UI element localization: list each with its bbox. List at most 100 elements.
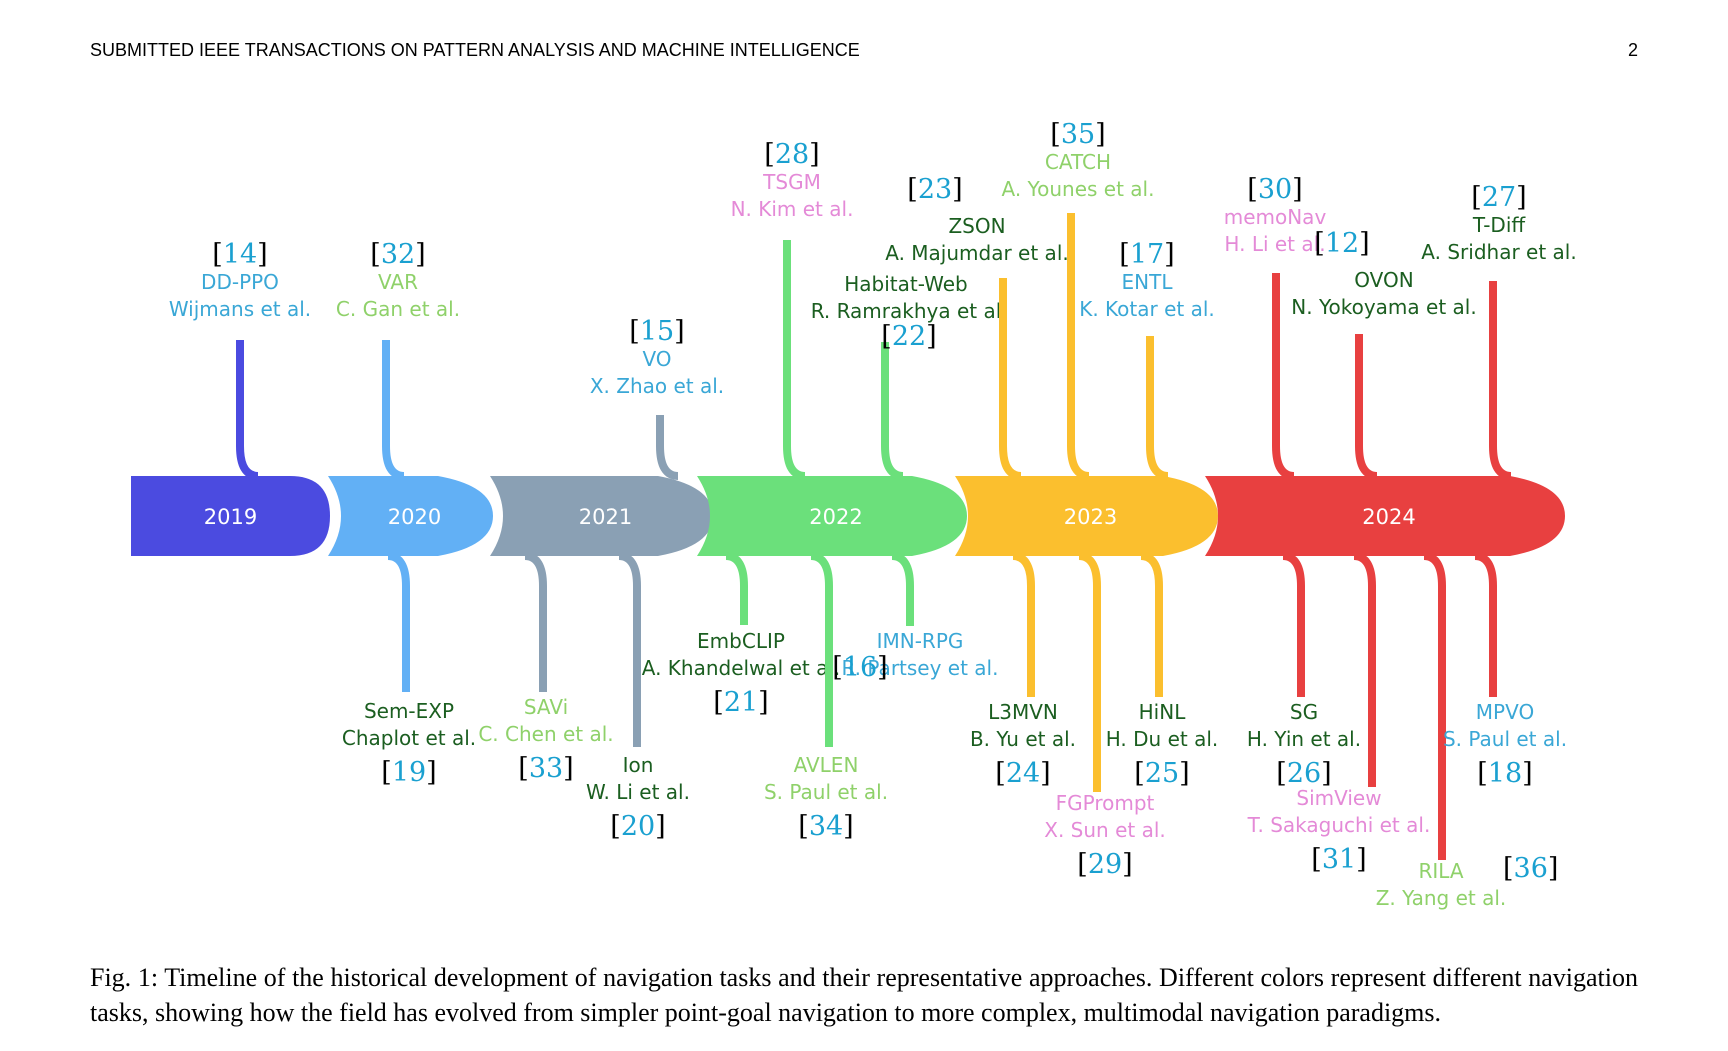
method-authors: S. Paul et al. xyxy=(764,780,888,804)
entry-dd-ppo: Wijmans et al.DD-PPO[14] xyxy=(169,239,311,321)
year-segment-2020 xyxy=(328,476,493,556)
entry-zson: A. Majumdar et al. ZSON [23] xyxy=(885,174,1068,265)
method-name: CATCH xyxy=(1045,150,1111,174)
page-number: 2 xyxy=(1627,40,1638,60)
method-name: T-Diff xyxy=(1472,213,1527,237)
citation-ref: [19] xyxy=(381,757,436,788)
entry-ovon: N. Yokoyama et al. OVON [12] xyxy=(1291,228,1476,319)
citation-ref: [25] xyxy=(1134,758,1189,789)
method-authors: R. Ramrakhya et al xyxy=(811,299,1002,323)
citation-ref: [18] xyxy=(1477,758,1532,789)
connector-var xyxy=(382,340,405,480)
running-title: SUBMITTED IEEE TRANSACTIONS ON PATTERN A… xyxy=(90,40,860,60)
year-segment-2021 xyxy=(490,476,713,556)
citation-ref: [30] xyxy=(1247,174,1302,205)
method-authors: R. Partsey et al. xyxy=(842,656,999,680)
method-authors: H. Du et al. xyxy=(1106,727,1219,751)
method-name: MPVO xyxy=(1476,700,1534,724)
entry-sg: SG H. Yin et al. [26] xyxy=(1247,700,1361,789)
citation-ref: [16] xyxy=(832,652,887,683)
connector-catch xyxy=(1067,213,1090,480)
year-label-2023: 2023 xyxy=(1064,505,1117,529)
method-name: VAR xyxy=(378,270,418,294)
method-name: RILA xyxy=(1418,859,1463,883)
method-authors: S. Paul et al. xyxy=(1443,727,1567,751)
method-name: FGPrompt xyxy=(1056,791,1155,815)
method-authors: X. Sun et al. xyxy=(1044,818,1166,842)
citation-ref: [14] xyxy=(212,239,267,270)
method-name: IMN-RPG xyxy=(877,629,964,653)
citation-ref: [23] xyxy=(907,174,962,205)
year-segment-2023 xyxy=(955,476,1218,556)
method-authors: N. Yokoyama et al. xyxy=(1291,295,1476,319)
entry-var: C. Gan et al.VAR[32] xyxy=(336,239,460,321)
method-authors: X. Zhao et al. xyxy=(590,374,724,398)
citation-ref: [31] xyxy=(1311,844,1366,875)
method-name: VO xyxy=(642,347,671,371)
citation-ref: [21] xyxy=(713,687,768,718)
connector-entl xyxy=(1146,336,1169,480)
entry-imn-rpg: IMN-RPG R. Partsey et al.[16] xyxy=(832,629,998,683)
entry-mpvo: MPVO S. Paul et al. [18] xyxy=(1443,700,1567,789)
year-segment-2019 xyxy=(131,476,330,556)
method-authors: H. Li et al. xyxy=(1224,232,1325,256)
method-name: DD-PPO xyxy=(201,270,279,294)
method-authors: N. Kim et al. xyxy=(731,197,854,221)
figure-caption: Fig. 1: Timeline of the historical devel… xyxy=(90,963,1638,1027)
connector-vo xyxy=(656,415,679,480)
connector-savi xyxy=(524,552,547,692)
method-name: ENTL xyxy=(1122,270,1174,294)
citation-ref: [34] xyxy=(798,811,853,842)
connector-fgprompt xyxy=(1078,552,1101,792)
year-segment-2022 xyxy=(697,476,967,556)
connector-hinl xyxy=(1140,552,1163,697)
entry-tsgm: N. Kim et al.TSGM[28] xyxy=(731,139,854,221)
connector-sem-exp xyxy=(387,552,410,692)
method-name: memoNav xyxy=(1224,205,1327,229)
method-name: TSGM xyxy=(762,170,821,194)
method-authors: C. Chen et al. xyxy=(478,722,613,746)
citation-ref: [26] xyxy=(1276,758,1331,789)
citation-ref: [15] xyxy=(629,316,684,347)
citation-ref: [24] xyxy=(995,758,1050,789)
connector-l3mvn xyxy=(1012,552,1035,697)
entry-t-diff: A. Sridhar et al.T-Diff[27] xyxy=(1421,182,1576,264)
year-label-2021: 2021 xyxy=(579,505,632,529)
citation-ref: [27] xyxy=(1471,182,1526,213)
page-header: SUBMITTED IEEE TRANSACTIONS ON PATTERN A… xyxy=(90,40,1638,64)
citation-ref: [36] xyxy=(1503,853,1558,884)
method-name: HiNL xyxy=(1139,700,1187,724)
method-name: Sem-EXP xyxy=(364,699,454,723)
connector-rila xyxy=(1423,552,1446,860)
method-name: OVON xyxy=(1354,268,1413,292)
citation-ref: [22] xyxy=(881,321,936,352)
citation-ref: [12] xyxy=(1314,228,1369,259)
year-segment-2024 xyxy=(1205,476,1565,556)
method-name: L3MVN xyxy=(988,700,1058,724)
method-name: ZSON xyxy=(948,214,1005,238)
method-name: Habitat-Web xyxy=(844,272,968,296)
connector-ovon xyxy=(1355,334,1378,480)
year-label-2019: 2019 xyxy=(204,505,257,529)
method-authors: A. Majumdar et al. xyxy=(885,241,1068,265)
connector-embclip xyxy=(725,552,748,625)
citation-ref: [20] xyxy=(610,811,665,842)
method-authors: H. Yin et al. xyxy=(1247,727,1361,751)
connector-imn-rpg xyxy=(891,552,914,626)
citation-ref: [32] xyxy=(370,239,425,270)
entry-habitat-web: R. Ramrakhya et al Habitat-Web [22] xyxy=(811,272,1002,352)
connector-memonav xyxy=(1272,273,1295,480)
method-name: SG xyxy=(1290,700,1318,724)
entry-entl: K. Kotar et al.ENTL[17] xyxy=(1079,239,1215,321)
method-name: SimView xyxy=(1296,786,1381,810)
entry-catch: A. Younes et al.CATCH[35] xyxy=(1002,119,1155,201)
method-name: SAVi xyxy=(524,695,568,719)
